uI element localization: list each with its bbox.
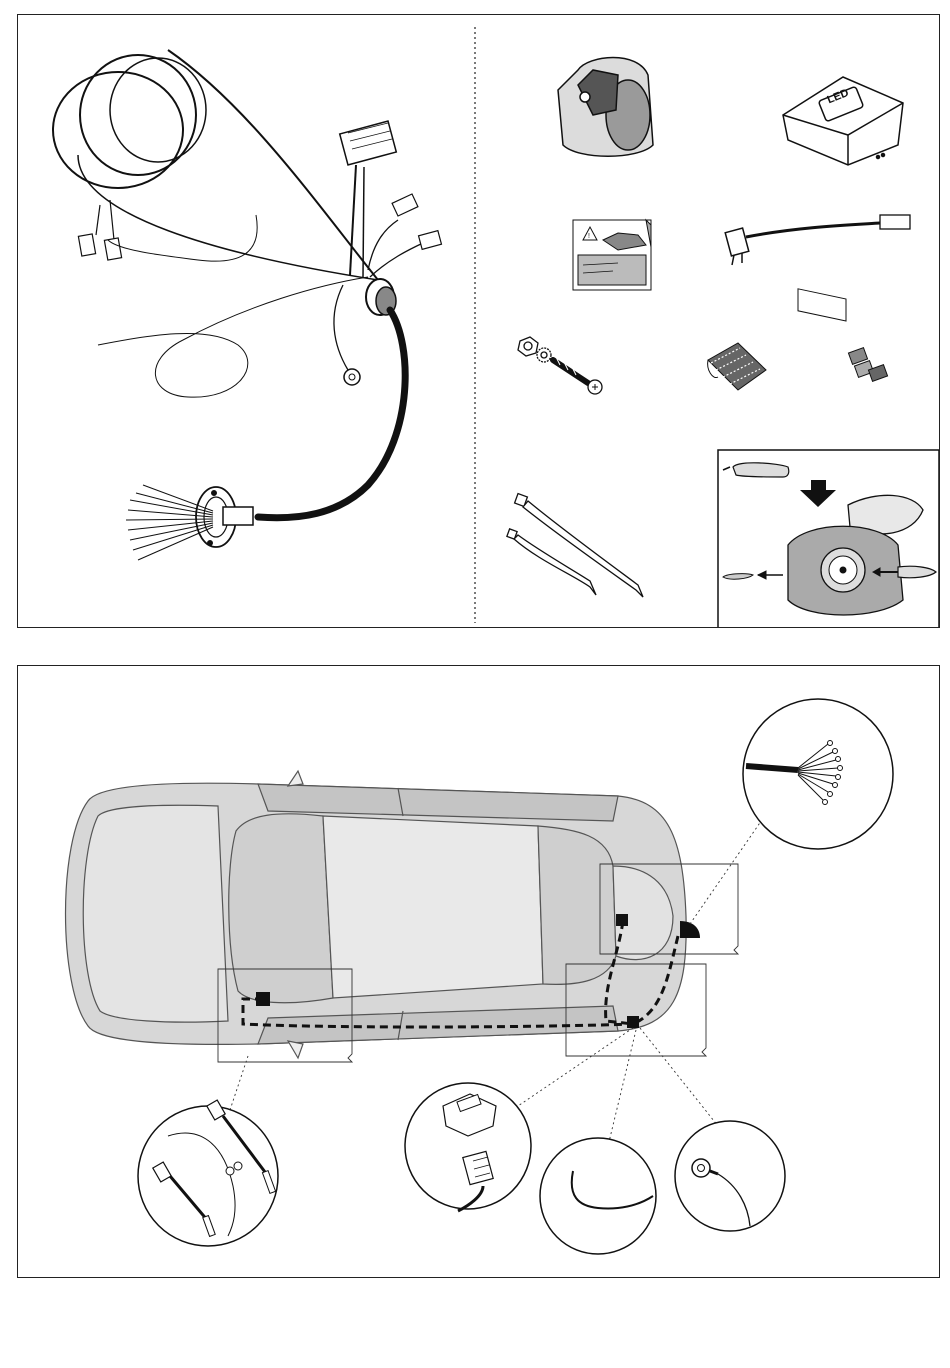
socket-assembly-inset bbox=[718, 450, 939, 627]
detail-circle-wire bbox=[540, 1138, 656, 1254]
detail-circle-led-module bbox=[405, 1083, 531, 1211]
warning-sticker-icon: ! bbox=[573, 220, 651, 290]
detail-circle-wire-fan bbox=[743, 699, 893, 849]
installation-panel bbox=[17, 665, 940, 1278]
detail-circle-ring-terminal bbox=[675, 1121, 785, 1231]
kit-contents-drawing: LED ! bbox=[18, 15, 939, 627]
fuse-adapter-icon bbox=[725, 215, 910, 265]
connector-clips-icon bbox=[848, 348, 887, 382]
connector-pins-icon bbox=[708, 343, 766, 390]
bolt-nut-washer-icon bbox=[518, 337, 602, 394]
wiring-harness-icon bbox=[53, 50, 441, 560]
kit-contents-panel: LED ! bbox=[17, 14, 940, 628]
warning-glyph: ! bbox=[588, 233, 590, 240]
led-module-icon: LED bbox=[783, 77, 903, 321]
socket-13pin-icon bbox=[558, 58, 653, 157]
installation-drawing bbox=[18, 666, 939, 1277]
cable-ties-icon bbox=[507, 494, 643, 597]
detail-circle-plugs bbox=[138, 1100, 278, 1246]
car-top-view-icon bbox=[66, 771, 687, 1058]
